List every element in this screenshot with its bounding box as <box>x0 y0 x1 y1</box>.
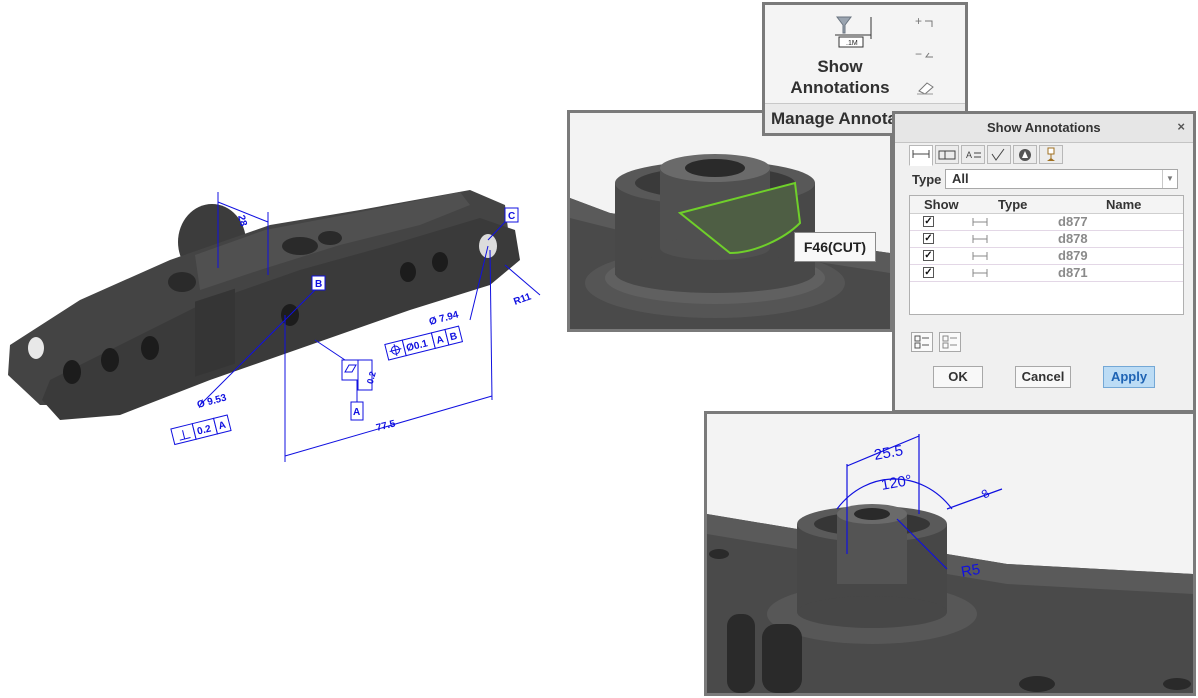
tab-surface-finish[interactable] <box>987 145 1011 164</box>
symbol-icon <box>1019 149 1031 161</box>
show-checkbox[interactable]: ✓ <box>923 216 934 227</box>
tab-datums[interactable] <box>1039 145 1063 164</box>
tab-gtol[interactable] <box>935 145 959 164</box>
svg-text:A: A <box>966 150 972 160</box>
svg-text:A: A <box>435 334 445 346</box>
datum-c-box: C <box>504 207 519 223</box>
svg-text:C: C <box>508 211 515 222</box>
main-part-view: 28 77.5 R11 Ø 9.53 Ø 7.94 B C A 0.2 Ø0.1… <box>8 190 541 462</box>
table-row[interactable]: ✓ d879 <box>910 248 1183 265</box>
remove-annotation-icon[interactable]: − <box>915 47 937 63</box>
show-annotations-icon[interactable]: .1M <box>833 15 875 49</box>
type-filter-label: Type <box>912 172 942 187</box>
dimensioned-model: 25.5 120° R5 8 <box>707 434 1193 693</box>
dim-25-5-label: 25.5 <box>873 442 905 464</box>
tab-dimensions[interactable] <box>909 145 933 166</box>
dim-120-angle-label: 120° <box>880 472 914 494</box>
viewport-cut-feature[interactable] <box>567 110 893 332</box>
hole-7-94-label: Ø 7.94 <box>428 309 460 328</box>
column-header-type: Type <box>998 197 1028 212</box>
show-annotations-dialog: Show Annotations × A Type All ▼ Show Typ… <box>892 111 1196 413</box>
surface-finish-icon <box>991 148 1005 161</box>
dim-28-label: 28 <box>235 214 249 228</box>
svg-text:−: − <box>915 47 922 61</box>
show-checkbox[interactable]: ✓ <box>923 233 934 244</box>
dimension-lines <box>836 434 1003 570</box>
column-header-name: Name <box>1106 197 1142 212</box>
position-frame: Ø0.1 A B <box>384 325 464 361</box>
dimension-type-icon <box>972 252 988 260</box>
annotations-table: Show Type Name ✓ d877 ✓ d878 ✓ d879 ✓ d8… <box>909 195 1184 315</box>
annotation-name: d877 <box>1058 214 1088 229</box>
feature-callout: F46(CUT) <box>794 232 876 262</box>
tab-notes[interactable]: A <box>961 145 985 164</box>
svg-text:A: A <box>217 420 227 432</box>
svg-text:B: B <box>449 331 459 343</box>
perpendicularity-frame: 0.2 A <box>170 414 232 446</box>
annotation-name: d878 <box>1058 231 1088 246</box>
svg-text:0.2: 0.2 <box>365 370 378 385</box>
column-header-show: Show <box>924 197 959 212</box>
datum-icon <box>1047 147 1055 161</box>
dimension-type-icon <box>972 235 988 243</box>
apply-button[interactable]: Apply <box>1103 366 1155 388</box>
notes-icon: A <box>966 150 981 160</box>
svg-text:B: B <box>315 279 322 290</box>
ok-button[interactable]: OK <box>933 366 983 388</box>
chevron-down-icon: ▼ <box>1162 170 1177 188</box>
type-filter-value: All <box>952 171 969 186</box>
cancel-button[interactable]: Cancel <box>1015 366 1071 388</box>
tab-symbols[interactable] <box>1013 145 1037 164</box>
cut-feature-model <box>570 154 890 329</box>
dim-77-5-label: 77.5 <box>375 418 397 433</box>
table-row[interactable]: ✓ d877 <box>910 214 1183 231</box>
deselect-all-icon <box>942 335 957 349</box>
svg-text:0.2: 0.2 <box>196 423 213 437</box>
dimension-type-icon <box>972 269 988 277</box>
type-filter-select[interactable]: All ▼ <box>945 169 1178 189</box>
table-row[interactable]: ✓ d871 <box>910 265 1183 282</box>
datum-b-box: B <box>311 275 326 291</box>
table-row[interactable]: ✓ d878 <box>910 231 1183 248</box>
viewport-dimensions[interactable]: 25.5 120° R5 8 <box>704 411 1196 696</box>
dim-r5-label: R5 <box>960 561 982 581</box>
select-all-icon <box>914 335 929 349</box>
dimension-type-icon <box>972 218 988 226</box>
show-checkbox[interactable]: ✓ <box>923 267 934 278</box>
svg-text:.1M: .1M <box>846 40 858 47</box>
flatness-frame: 0.2 <box>341 359 378 391</box>
dimension-icon <box>912 150 930 158</box>
model-annotation-lines <box>199 192 541 462</box>
table-header: Show Type Name <box>910 196 1183 214</box>
dialog-title: Show Annotations <box>987 120 1101 135</box>
svg-text:+: + <box>915 15 922 28</box>
eraser-icon[interactable] <box>915 79 937 95</box>
datum-a-box: A <box>350 401 364 421</box>
add-annotation-icon[interactable]: + <box>915 15 937 31</box>
svg-text:A: A <box>353 407 360 418</box>
select-all-button[interactable] <box>911 332 933 352</box>
hole-9-53-label: Ø 9.53 <box>196 392 228 411</box>
deselect-all-button[interactable] <box>939 332 961 352</box>
gtol-icon <box>938 150 956 160</box>
svg-text:Ø0.1: Ø0.1 <box>405 338 429 354</box>
show-checkbox[interactable]: ✓ <box>923 250 934 261</box>
close-icon[interactable]: × <box>1177 119 1185 134</box>
radius-r11-label: R11 <box>512 291 533 308</box>
show-label-line2: Annotations <box>790 78 890 97</box>
show-label-line1: Show <box>817 57 863 76</box>
annotation-name: d879 <box>1058 248 1088 263</box>
dialog-titlebar[interactable]: Show Annotations × <box>895 114 1193 143</box>
annotation-name: d871 <box>1058 265 1088 280</box>
part-body <box>8 190 520 420</box>
show-annotations-button[interactable]: Show Annotations <box>765 56 915 98</box>
